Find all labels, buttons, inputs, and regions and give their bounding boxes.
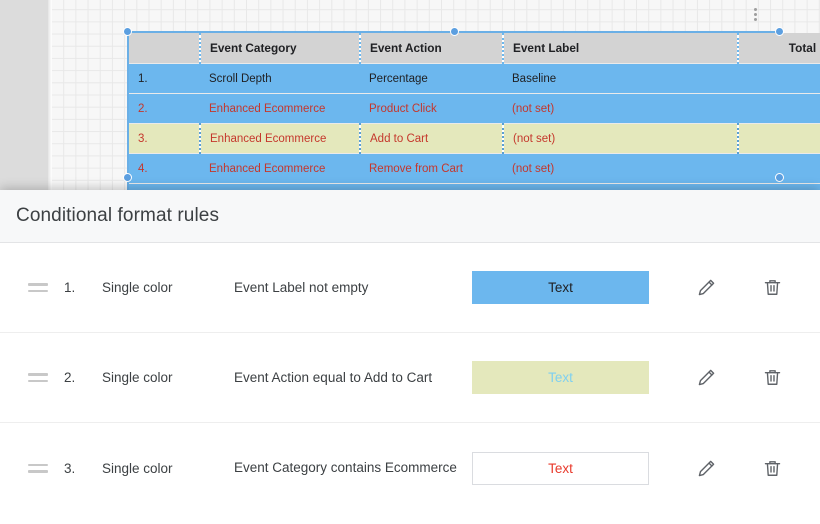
cell-index: 1. [129,63,200,94]
rule-actions [649,275,801,301]
rule-index: 3. [64,460,76,476]
drag-handle-line [28,373,48,376]
events-table: Event Category Event Action Event Label … [129,33,820,213]
rule-type: Single color [102,460,173,476]
cell-index: 2. [129,93,200,124]
resize-handle-top-right[interactable] [775,27,784,36]
table-row[interactable]: 2. Enhanced Ecommerce Product Click (not… [129,93,820,124]
rule-preview-text: Text [548,370,573,385]
rule-preview: Text [472,451,649,485]
cell-event-action: Add to Cart [359,123,503,154]
more-vert-icon[interactable] [748,4,762,24]
rule-preview-text: Text [548,460,573,476]
cell-event-category: Enhanced Ecommerce [200,93,360,124]
rule-row[interactable]: 3. Single color Event Category contains … [0,423,820,513]
column-header-event-action[interactable]: Event Action [359,33,503,64]
drag-handle-line [28,379,48,382]
more-vert-dot [753,7,757,11]
cell-index: 4. [129,153,200,184]
column-header-index[interactable] [129,33,200,64]
pencil-icon[interactable] [693,455,719,481]
rule-condition: Event Category contains Ecommerce [234,460,457,475]
cell-total-events: 120,814 [738,63,820,94]
rule-row[interactable]: 1. Single color Event Label not empty Te… [0,243,820,333]
drag-handle-line [28,470,48,473]
rule-index: 2. [64,370,76,385]
rule-actions [649,455,801,481]
table-row[interactable]: 4. Enhanced Ecommerce Remove from Cart (… [129,153,820,184]
drag-handle-icon[interactable] [28,373,50,382]
column-header-event-label[interactable]: Event Label [502,33,738,64]
drag-handle-line [28,289,48,292]
dialog-header: Conditional format rules [0,190,820,243]
dialog-title: Conditional format rules [16,205,220,226]
column-header-event-category[interactable]: Event Category [199,33,360,64]
more-vert-dot [753,12,757,16]
cell-event-label: (not set) [503,153,738,184]
rule-preview: Text [472,361,649,394]
cell-event-category: Enhanced Ecommerce [200,153,360,184]
rule-type: Single color [102,280,173,295]
resize-handle-bottom-right[interactable] [775,173,784,182]
resize-handle-bottom-left[interactable] [123,173,132,182]
rule-row[interactable]: 2. Single color Event Action equal to Ad… [0,333,820,423]
cell-total-events: 9,113 [738,93,820,124]
table-row[interactable]: 3. Enhanced Ecommerce Add to Cart (not s… [129,123,820,154]
resize-handle-top-center[interactable] [450,27,459,36]
table-row[interactable]: 1. Scroll Depth Percentage Baseline 120,… [129,63,820,94]
cell-event-category: Enhanced Ecommerce [199,123,360,154]
rule-type: Single color [102,370,173,385]
cell-event-action: Product Click [360,93,503,124]
cell-event-action: Percentage [360,63,503,94]
rules-list: 1. Single color Event Label not empty Te… [0,243,820,513]
table-header-row: Event Category Event Action Event Label … [129,33,820,64]
trash-icon[interactable] [759,275,785,301]
rule-index: 1. [64,280,76,295]
cell-event-action: Remove from Cart [360,153,503,184]
rule-preview: Text [472,271,649,304]
table-header: Event Category Event Action Event Label … [129,33,820,64]
rail-shadow [48,0,52,196]
column-header-total-events-label: Total Events [788,41,820,55]
drag-handle-icon[interactable] [28,283,50,292]
drag-handle-line [28,283,48,286]
drag-handle-line [28,463,48,466]
drag-handle-icon[interactable] [28,463,50,473]
more-vert-dot [753,17,757,21]
cell-total-events: 6,385 [737,123,820,154]
rule-actions [649,365,801,391]
left-rail [0,0,48,196]
rule-condition: Event Label not empty [234,279,369,295]
pencil-icon[interactable] [693,275,719,301]
cell-event-category: Scroll Depth [200,63,360,94]
rule-condition: Event Action equal to Add to Cart [234,369,433,385]
trash-icon[interactable] [759,365,785,391]
resize-handle-top-left[interactable] [123,27,132,36]
column-header-total-events[interactable]: Total Events▼ [737,33,820,64]
cell-event-label: (not set) [502,123,738,154]
cell-event-label: (not set) [503,93,738,124]
trash-icon[interactable] [759,455,785,481]
table-widget[interactable]: Event Category Event Action Event Label … [127,31,820,215]
conditional-format-rules-dialog: Conditional format rules 1. Single color… [0,190,820,524]
rule-preview-text: Text [548,280,573,295]
cell-index: 3. [129,123,200,154]
cell-event-label: Baseline [503,63,738,94]
pencil-icon[interactable] [693,365,719,391]
